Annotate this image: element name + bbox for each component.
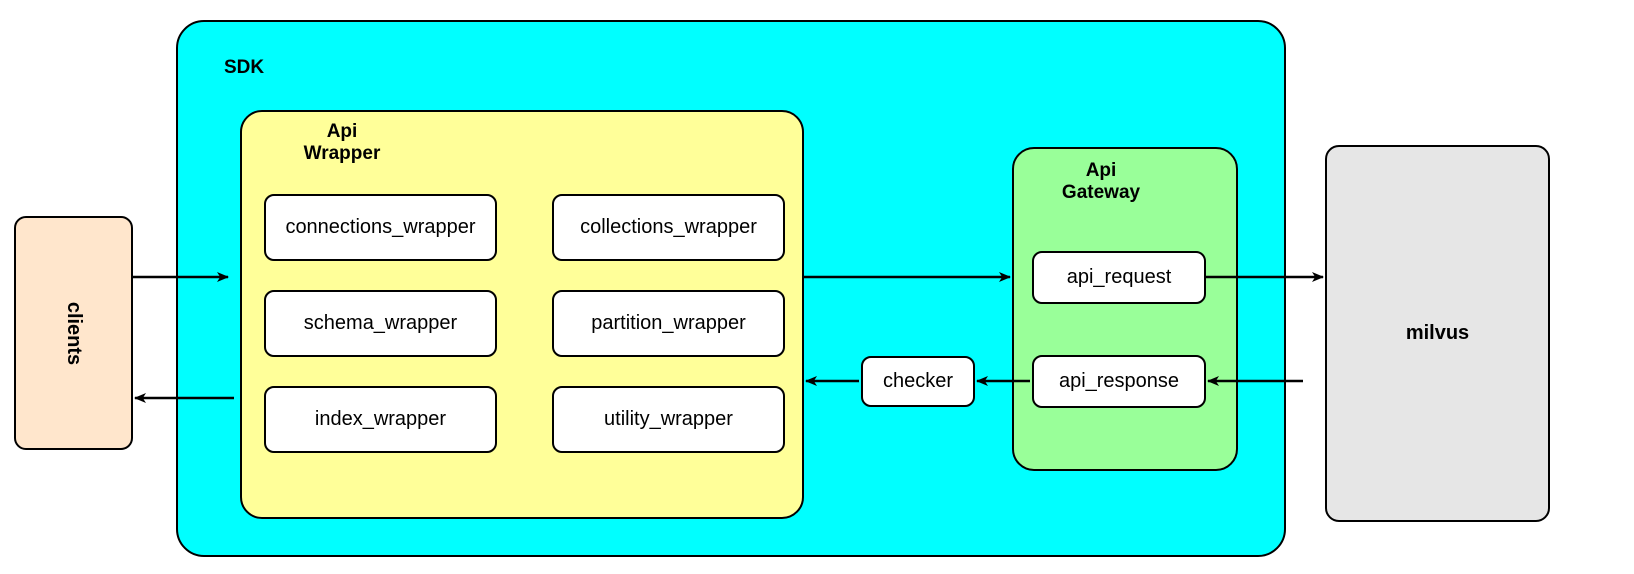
container-api-gateway[interactable]: Api Gateway (1012, 147, 1238, 471)
node-api-response[interactable]: api_response (1032, 355, 1206, 408)
node-utility-wrapper-label: utility_wrapper (604, 408, 733, 430)
container-api-wrapper-label: Api Wrapper (303, 121, 381, 164)
node-connections-wrapper-label: connections_wrapper (285, 216, 476, 238)
node-collections-wrapper-label: collections_wrapper (580, 216, 757, 238)
node-checker-label: checker (882, 370, 954, 392)
node-milvus[interactable]: milvus (1325, 145, 1550, 522)
node-connections-wrapper[interactable]: connections_wrapper (264, 194, 497, 261)
node-collections-wrapper[interactable]: collections_wrapper (552, 194, 785, 261)
node-milvus-label: milvus (1405, 322, 1470, 344)
node-clients[interactable]: clients (14, 216, 133, 450)
container-sdk-label: SDK (224, 57, 265, 78)
container-api-gateway-label: Api Gateway (1061, 160, 1141, 203)
node-utility-wrapper[interactable]: utility_wrapper (552, 386, 785, 453)
node-index-wrapper[interactable]: index_wrapper (264, 386, 497, 453)
node-index-wrapper-label: index_wrapper (314, 408, 447, 430)
node-clients-label: clients (62, 301, 85, 365)
node-checker[interactable]: checker (861, 356, 975, 407)
node-partition-wrapper[interactable]: partition_wrapper (552, 290, 785, 357)
node-api-request-label: api_request (1066, 266, 1172, 288)
node-schema-wrapper-label: schema_wrapper (303, 312, 458, 334)
node-api-response-label: api_response (1058, 370, 1180, 392)
node-schema-wrapper[interactable]: schema_wrapper (264, 290, 497, 357)
node-partition-wrapper-label: partition_wrapper (591, 312, 746, 334)
node-api-request[interactable]: api_request (1032, 251, 1206, 304)
